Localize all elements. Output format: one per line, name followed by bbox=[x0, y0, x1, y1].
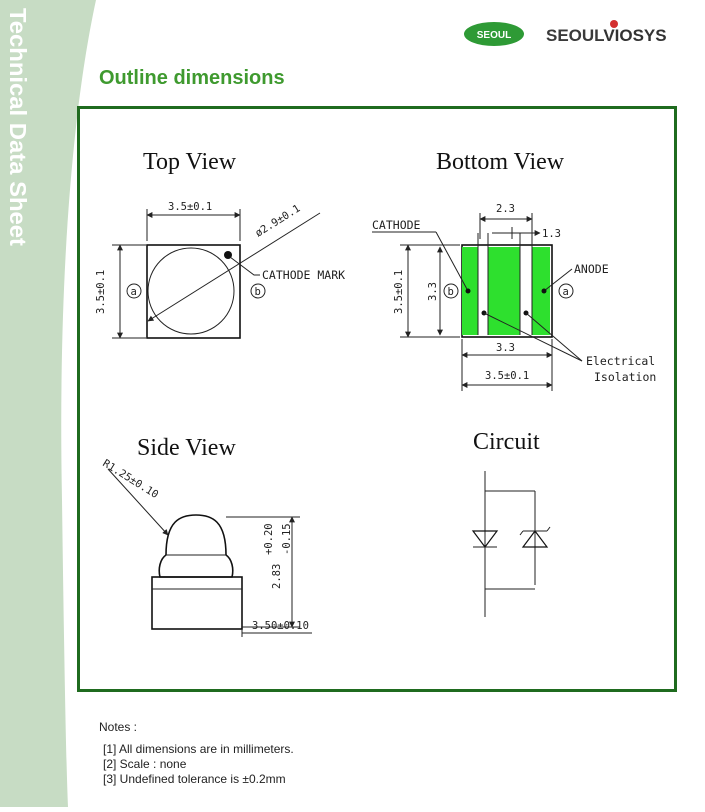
bottom-view-height-dim: 3.5±0.1 bbox=[393, 270, 405, 314]
section-title: Outline dimensions bbox=[99, 67, 285, 89]
bottom-view: Bottom View 2.3 1.3 CATHODE bbox=[372, 149, 656, 391]
top-view: Top View 3.5±0.1 ø2.9±0.1 CATHODE MARK 3… bbox=[95, 149, 345, 339]
circuit-diode-right-icon bbox=[521, 530, 549, 548]
bottom-view-isolation-line1: Electrical bbox=[586, 354, 655, 368]
svg-text:SEOULVIOSYS: SEOULVIOSYS bbox=[546, 26, 667, 45]
sidebar: Technical Data Sheet bbox=[0, 0, 120, 807]
side-view-body bbox=[151, 576, 243, 630]
notes-item: [3] Undefined tolerance is ±0.2mm bbox=[103, 772, 286, 786]
top-view-label-a: a bbox=[131, 286, 137, 298]
technical-drawing: Top View 3.5±0.1 ø2.9±0.1 CATHODE MARK 3… bbox=[95, 149, 656, 637]
notes-item: [1] All dimensions are in millimeters. bbox=[103, 742, 294, 756]
side-view-height-tol-minus: -0.15 bbox=[281, 523, 293, 555]
circuit-view: Circuit bbox=[471, 429, 551, 617]
top-view-lens bbox=[147, 247, 235, 335]
side-view: Side View R1.25±0.10 2.83 +0.20 -0.15 3.… bbox=[100, 435, 312, 637]
top-view-body bbox=[146, 244, 241, 339]
bottom-view-label-a-icon bbox=[558, 283, 574, 299]
circuit-title: Circuit bbox=[473, 429, 540, 455]
bottom-view-anode-label: ANODE bbox=[574, 262, 609, 276]
brand-logo: SEOUL SEOULVIOSYS bbox=[462, 18, 692, 50]
side-view-radius-dim: R1.25±0.10 bbox=[100, 457, 160, 501]
logo-brand-suffix: VIOSYS bbox=[603, 26, 666, 45]
notes-item: [2] Scale : none bbox=[103, 757, 187, 771]
sidebar-band bbox=[0, 0, 96, 807]
sidebar-title-text: Technical Data Sheet bbox=[5, 8, 31, 246]
top-view-label-b: b bbox=[255, 286, 261, 298]
logo-star-icon bbox=[610, 20, 618, 28]
bottom-view-cathode-label: CATHODE bbox=[372, 218, 421, 232]
bottom-view-dim-top: 2.3 bbox=[496, 203, 515, 215]
bottom-view-pad-anode bbox=[532, 247, 550, 335]
top-view-diameter-dim: ø2.9±0.1 bbox=[253, 203, 302, 240]
bottom-view-inner-height-dim: 3.3 bbox=[427, 282, 439, 301]
logo-badge-icon bbox=[464, 22, 524, 46]
top-view-width-dim: 3.5±0.1 bbox=[168, 201, 212, 213]
side-view-title: Side View bbox=[137, 435, 236, 461]
side-view-height-tol-plus: +0.20 bbox=[263, 523, 275, 555]
bottom-view-inner-width-dim: 3.3 bbox=[496, 342, 515, 354]
bottom-view-label-b: b bbox=[448, 286, 454, 298]
top-view-height-dim: 3.5±0.1 bbox=[95, 270, 107, 314]
notes-section: Notes : [1] All dimensions are in millim… bbox=[99, 720, 294, 787]
top-view-label-b-icon bbox=[250, 283, 266, 299]
sidebar-title: Technical Data Sheet bbox=[2, 4, 36, 254]
circuit-diode-left-icon bbox=[471, 530, 499, 548]
side-view-height-dim: 2.83 bbox=[271, 564, 283, 589]
bottom-view-title: Bottom View bbox=[436, 149, 565, 175]
bottom-view-isolation-line2: Isolation bbox=[594, 370, 656, 384]
bottom-view-dim-gap: 1.3 bbox=[542, 228, 561, 240]
bottom-view-label-a: a bbox=[563, 286, 569, 298]
logo-brand-prefix: SEOUL bbox=[546, 26, 604, 45]
top-view-cathode-mark: CATHODE MARK bbox=[262, 268, 345, 282]
top-view-title: Top View bbox=[143, 149, 237, 175]
bottom-view-pad-center bbox=[488, 247, 520, 335]
drawing-frame: Top View 3.5±0.1 ø2.9±0.1 CATHODE MARK 3… bbox=[77, 106, 677, 692]
notes-list: [1] All dimensions are in millimeters. [… bbox=[99, 742, 294, 787]
side-view-width-dim: 3.50±0.10 bbox=[252, 620, 309, 632]
side-view-lens bbox=[165, 514, 227, 556]
top-view-label-a-icon bbox=[126, 283, 142, 299]
logo-badge-text: SEOUL bbox=[477, 30, 511, 41]
notes-header: Notes : bbox=[99, 720, 138, 734]
bottom-view-label-b-icon bbox=[443, 283, 459, 299]
bottom-view-width-dim: 3.5±0.1 bbox=[485, 370, 529, 382]
